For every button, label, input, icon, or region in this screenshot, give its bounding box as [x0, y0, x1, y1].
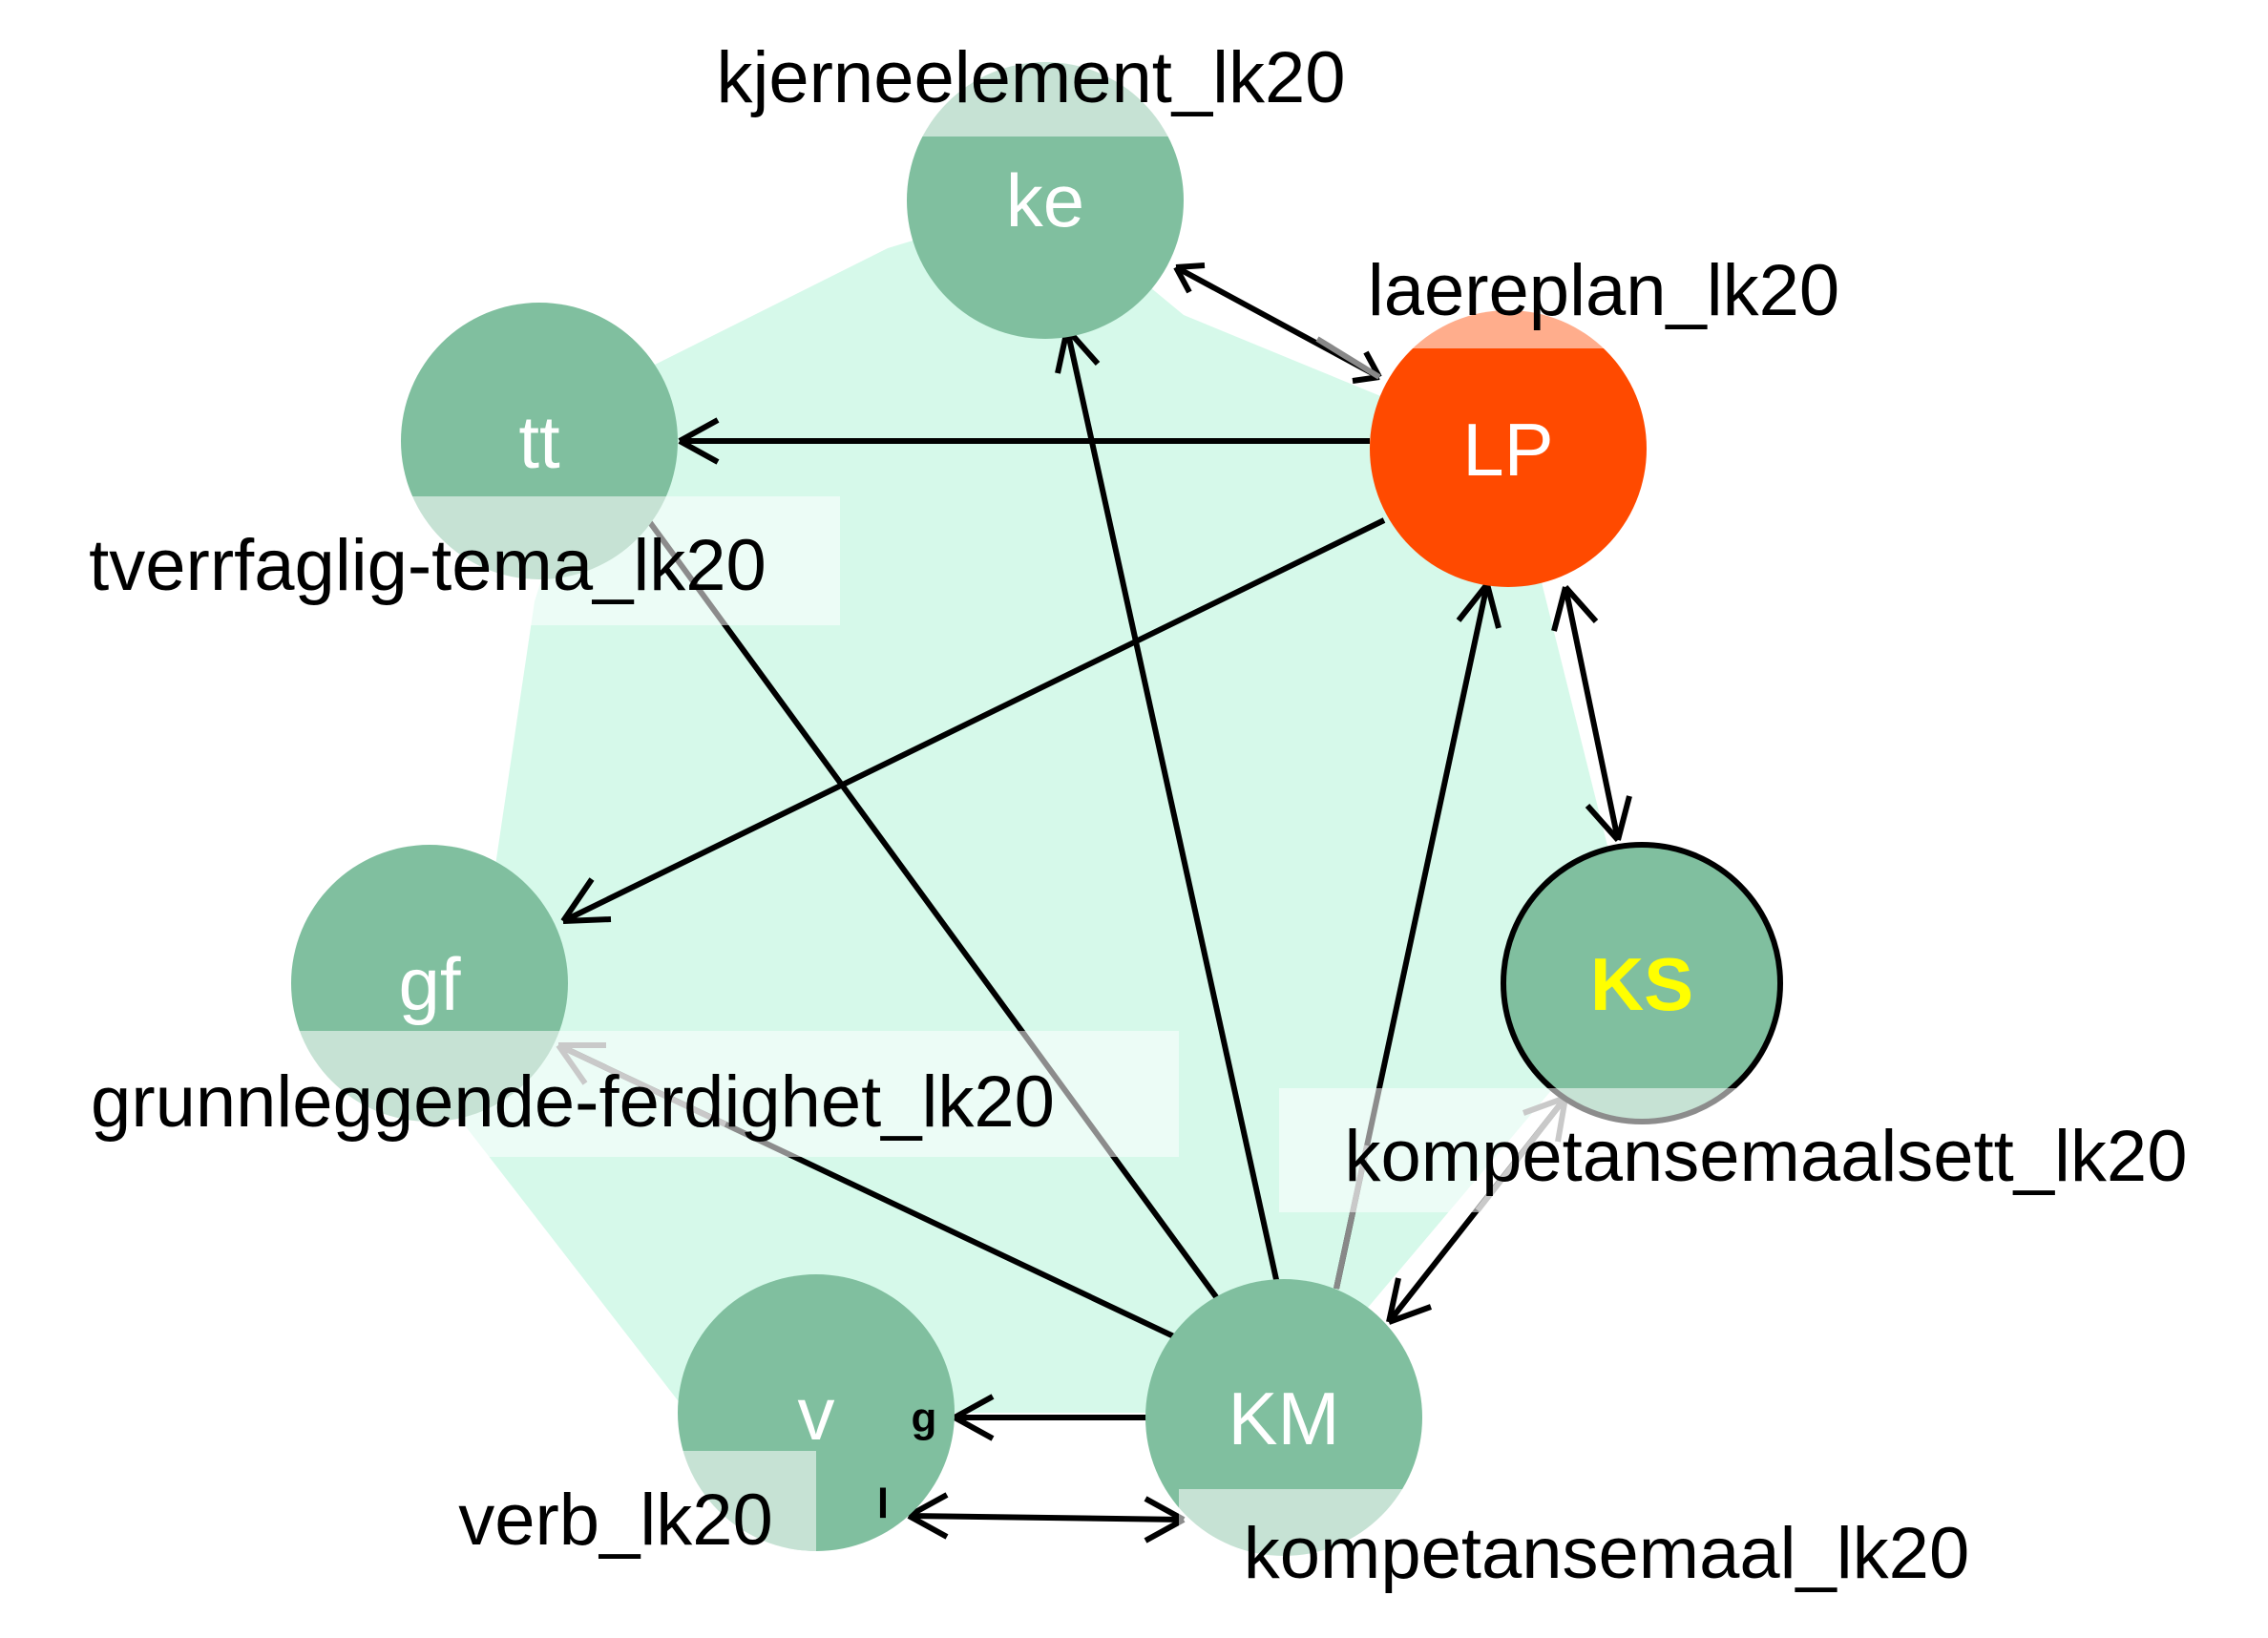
node-label-tt: tt — [518, 400, 560, 484]
node-km[interactable]: KM kompetansemaal_lk20 — [1145, 1279, 1969, 1594]
node-name-km: kompetansemaal_lk20 — [1244, 1513, 1969, 1594]
node-tt[interactable]: tt tverrfaglig-tema_lk20 — [89, 303, 840, 625]
edge-km-v-l — [908, 1513, 1185, 1522]
edge-km-ke — [1064, 328, 1280, 1285]
node-label-ke: ke — [1006, 158, 1084, 242]
node-ks[interactable]: KS kompetansemaalsett_lk20 — [1279, 842, 2188, 1212]
node-v[interactable]: v verb_lk20 — [458, 1274, 955, 1561]
node-name-ke: kjerneelement_lk20 — [716, 37, 1345, 118]
edge-label-g: g — [912, 1395, 937, 1441]
node-ke[interactable]: ke kjerneelement_lk20 — [716, 37, 1346, 339]
edge-label-l: l — [877, 1480, 889, 1527]
node-label-v: v — [798, 1372, 835, 1456]
node-label-gf: gf — [398, 942, 460, 1026]
node-name-ks: kompetansemaalsett_lk20 — [1345, 1116, 2188, 1197]
node-name-tt: tverrfaglig-tema_lk20 — [89, 525, 766, 606]
node-lp[interactable]: LP laereplan_lk20 — [1368, 250, 1839, 587]
node-label-km: KM — [1228, 1376, 1340, 1460]
edge-lp-gf — [561, 517, 1386, 924]
node-label-ks: KS — [1590, 942, 1693, 1026]
node-gf[interactable]: gf grunnleggende-ferdighet_lk20 — [91, 845, 1179, 1157]
node-label-lp: LP — [1462, 408, 1553, 492]
node-name-gf: grunnleggende-ferdighet_lk20 — [91, 1061, 1055, 1143]
node-name-lp: laereplan_lk20 — [1368, 250, 1839, 331]
node-name-v: verb_lk20 — [458, 1480, 773, 1561]
nodes: ke kjerneelement_lk20 tt tverrfaglig-tem… — [89, 37, 2187, 1594]
edge-lp-ks — [1563, 586, 1621, 841]
